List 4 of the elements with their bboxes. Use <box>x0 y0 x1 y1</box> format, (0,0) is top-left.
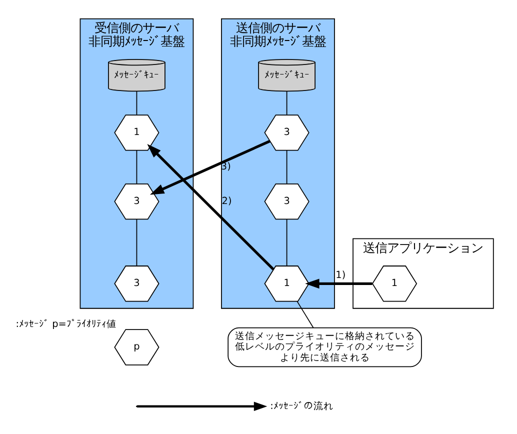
edge-label: 2) <box>221 196 232 208</box>
node-label: :ﾒｯｾｰｼﾞ p=ﾌﾟﾗｲｵﾘﾃｨ値 <box>15 318 116 330</box>
legend-label: :ﾒｯｾｰｼﾞの流れ <box>270 400 333 412</box>
edge-label: 1) <box>335 270 346 282</box>
